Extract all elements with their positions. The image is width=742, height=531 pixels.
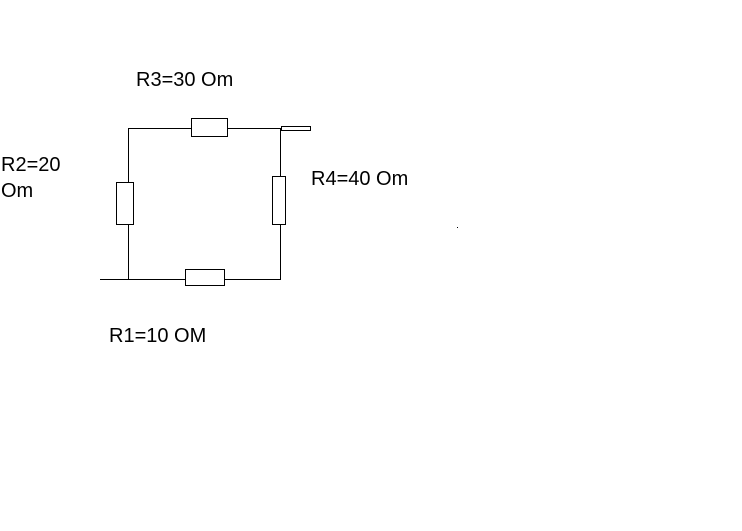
resistor-r2-label-line2: Om bbox=[1, 180, 34, 202]
terminal-top-right bbox=[281, 126, 311, 131]
resistor-r4-label: R4=40 Om bbox=[311, 168, 409, 190]
resistor-r2-label-line1: R2=20 bbox=[1, 154, 61, 176]
resistor-r3 bbox=[191, 118, 228, 137]
resistor-r2 bbox=[116, 182, 134, 225]
resistor-r4 bbox=[272, 176, 286, 225]
resistor-r2-label: R2=20 Om bbox=[1, 152, 61, 204]
resistor-r3-label: R3=30 Om bbox=[136, 69, 234, 91]
resistor-r1-label: R1=10 OM bbox=[109, 325, 207, 347]
resistor-r1 bbox=[185, 269, 225, 286]
stray-dot bbox=[457, 227, 458, 228]
